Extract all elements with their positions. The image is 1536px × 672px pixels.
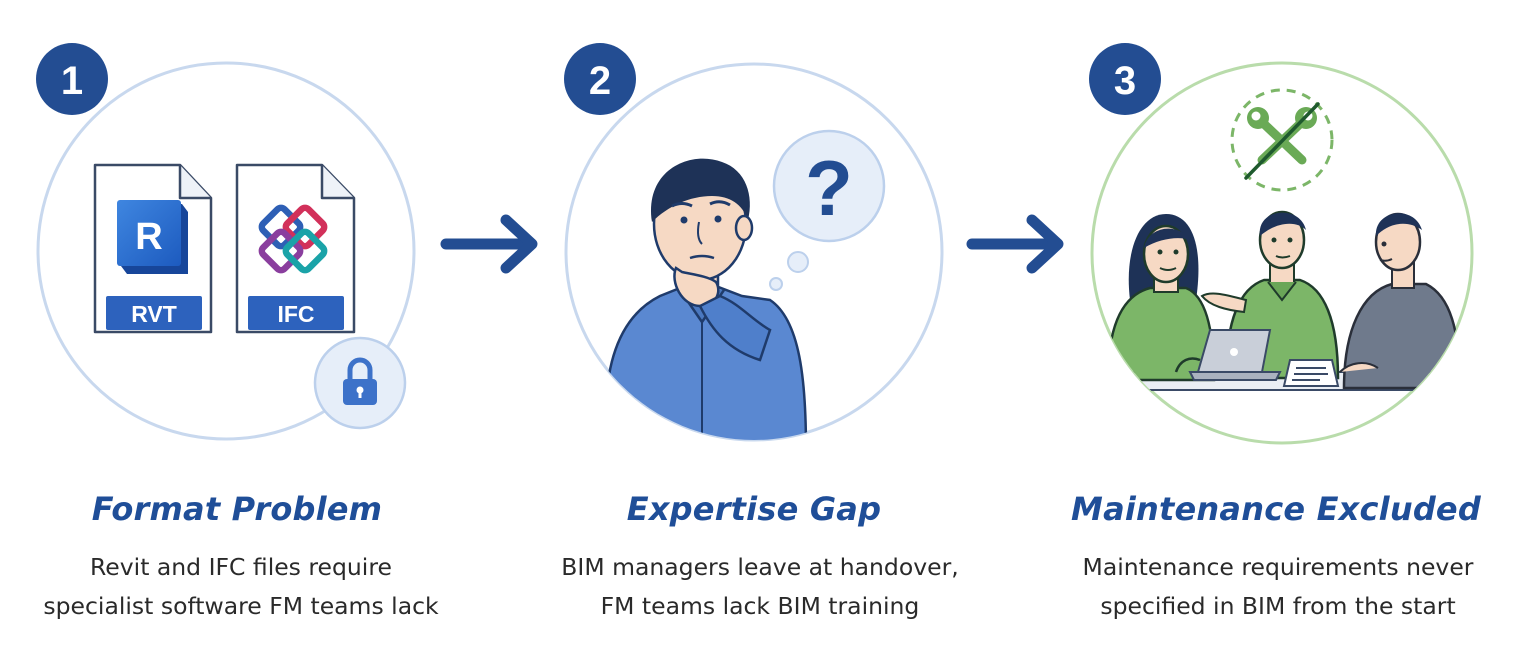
rvt-file-label: RVT <box>131 301 177 327</box>
lock-icon <box>313 336 407 430</box>
thinking-person-icon <box>603 158 808 440</box>
step-1-number-badge: 1 <box>36 43 108 115</box>
step-3-panel: 3 <box>1089 43 1474 445</box>
question-mark: ? <box>805 144 853 232</box>
arrow-2-to-3-icon <box>966 214 1064 274</box>
step-2-description-line-2: FM teams lack BIM training <box>600 592 920 620</box>
step-2-number-badge: 2 <box>564 43 636 115</box>
step-1-panel: R RVT IFC <box>36 43 416 441</box>
step-2-description: BIM managers leave at handover, FM teams… <box>530 548 990 626</box>
step-2-title: Expertise Gap <box>626 490 882 528</box>
step-1-description-line-1: Revit and IFC files require <box>90 553 392 581</box>
laptop-icon <box>1188 329 1282 381</box>
step-2-panel: ? 2 <box>564 43 944 442</box>
step-1-title: Format Problem <box>91 490 383 528</box>
step-1-number: 1 <box>61 59 83 103</box>
document-icon <box>1282 359 1340 387</box>
step-1-description: Revit and IFC files require specialist s… <box>11 548 471 626</box>
step-3-description-line-2: specified in BIM from the start <box>1100 592 1456 620</box>
ifc-file-icon: IFC <box>235 163 356 334</box>
rvt-file-icon: R RVT <box>93 163 213 334</box>
step-3-description: Maintenance requirements never specified… <box>1048 548 1508 626</box>
step-2-description-line-1: BIM managers leave at handover, <box>561 553 959 581</box>
revit-logo-icon: R <box>117 200 188 274</box>
step-3-title: Maintenance Excluded <box>1071 490 1481 528</box>
step-2-number: 2 <box>589 59 611 103</box>
ifc-logo-icon <box>258 204 328 274</box>
team-meeting-icon <box>1099 210 1471 391</box>
arrow-1-to-2-icon <box>440 214 538 274</box>
step-3-number-badge: 3 <box>1089 43 1161 115</box>
question-bubble-icon: ? <box>769 129 886 291</box>
rvt-logo-glyph: R <box>135 216 162 258</box>
step-3-number: 3 <box>1114 59 1136 103</box>
step-3-description-line-1: Maintenance requirements never <box>1082 553 1474 581</box>
step-1-circle <box>36 61 416 441</box>
wrench-crossed-icon <box>1230 88 1334 192</box>
ifc-file-label: IFC <box>277 301 314 327</box>
step-1-description-line-2: specialist software FM teams lack <box>43 592 439 620</box>
